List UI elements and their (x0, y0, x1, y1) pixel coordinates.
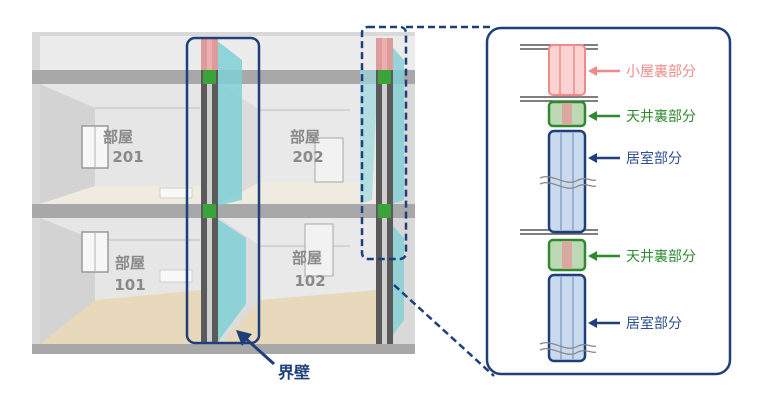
detail-ceiling-upper-core (562, 103, 572, 125)
right-wall-ceiling-part-lower (378, 204, 391, 218)
detail-ceiling-lower-core (562, 241, 572, 269)
room-102-label-line2: 102 (294, 272, 325, 290)
right-wall-core (382, 38, 387, 344)
ground-slab (32, 344, 415, 354)
living-part-label-upper: 居室部分 (626, 150, 682, 167)
left-wall-ceiling-part-lower (203, 204, 216, 218)
ceiling-part-label-upper: 天井裏部分 (626, 108, 696, 125)
right-wall-ceiling-part-upper (378, 70, 391, 84)
right-wall-stud-b (387, 38, 393, 344)
room-201-label-line1: 部屋 (103, 128, 133, 146)
living-lower-arrow-head (588, 318, 597, 328)
room-202-door (314, 137, 344, 183)
detail-living-lower-segment (547, 273, 587, 363)
room-101-bench (159, 269, 193, 283)
right-wall-stud-a (376, 38, 382, 344)
left-wall-stud-b (212, 38, 218, 344)
attic-part-label: 小屋裏部分 (626, 63, 696, 80)
connector-bottom (393, 284, 495, 377)
left-boundary-wall-panel-upper (216, 40, 242, 206)
detail-panel: 小屋裏部分 天井裏部分 居室部分 天井裏部分 居室部分 (485, 26, 732, 376)
room-202-label-line1: 部屋 (290, 128, 320, 146)
room-102-door (304, 223, 334, 277)
room-201-side-wall (40, 84, 95, 204)
room-201-bench (159, 187, 193, 199)
living-upper-arrow-head (588, 153, 597, 163)
right-wall-reflection (360, 70, 378, 204)
detail-source-box (360, 25, 408, 261)
left-wall-attic-part (201, 38, 218, 70)
second-floor-slab (32, 204, 415, 218)
detail-break-line (539, 176, 597, 183)
room-101-label-line2: 101 (114, 276, 145, 294)
living-part-label-lower: 居室部分 (626, 315, 682, 332)
left-wall-core (207, 38, 212, 344)
boundary-wall-highlight-box (185, 36, 261, 345)
right-wall-attic-part (376, 38, 393, 70)
building-section: 部屋 201 部屋 202 部屋 101 部屋 102 (32, 32, 415, 354)
attic-arrow-head (588, 66, 597, 76)
room-102-label-line1: 部屋 (292, 249, 322, 267)
room-202-label-line2: 202 (292, 148, 323, 166)
boundary-wall-callout: 界壁 (278, 363, 310, 382)
ceiling-lower-arrow-head (588, 251, 597, 261)
callout-arrow-line (242, 335, 276, 366)
room-101-label-line1: 部屋 (115, 254, 145, 272)
room-101-floor (40, 290, 203, 344)
detail-break-line (539, 182, 597, 189)
left-wall-stud-a (201, 38, 207, 344)
ceiling-part-label-lower: 天井裏部分 (626, 248, 696, 265)
left-wall-ceiling-part-upper (203, 70, 216, 84)
detail-break-line (539, 342, 597, 349)
detail-break-line (539, 348, 597, 355)
ceiling-upper-arrow-head (588, 111, 597, 121)
detail-attic-segment (548, 44, 586, 96)
callout-arrow-head (236, 330, 252, 346)
left-boundary-wall-panel-lower (216, 218, 246, 344)
room-201-label-line2: 201 (112, 148, 143, 166)
